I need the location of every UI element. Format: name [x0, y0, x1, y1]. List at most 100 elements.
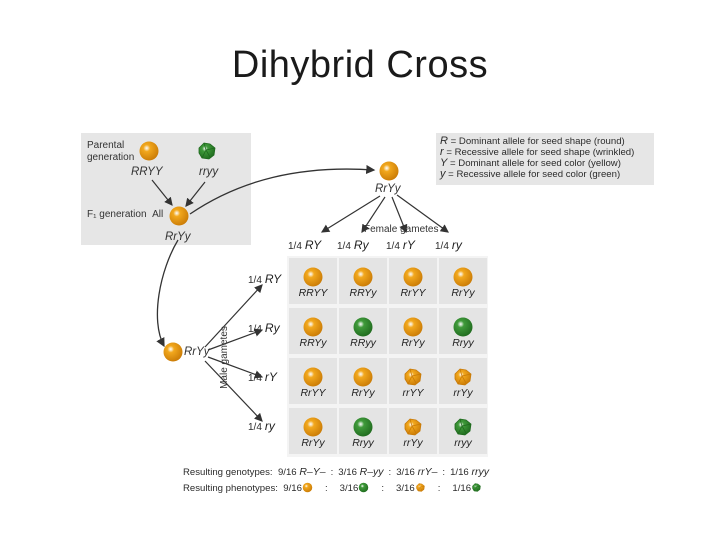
allele-symbol: R	[440, 135, 448, 147]
gamete-allele: Ry	[264, 321, 280, 335]
yellow-wrinkled-seed-icon	[404, 418, 422, 436]
allele-description: = Recessive allele for seed shape (wrink…	[446, 147, 635, 158]
gamete-frequency: 1/4	[288, 241, 302, 252]
yellow-round-seed-icon	[302, 482, 313, 493]
yellow-wrinkled-seed-icon	[454, 368, 472, 386]
cell-genotype: RrYy	[301, 437, 325, 449]
genotype: rrY–	[417, 466, 438, 478]
arrow-f1-to-bottom-parent	[156, 239, 179, 348]
ratio: 3/16	[396, 483, 415, 494]
punnett-cell: RRYY	[289, 258, 337, 304]
cell-genotype: rrYy	[403, 437, 423, 449]
gamete-frequency: 1/4	[435, 241, 449, 252]
arrow-f1-to-top-parent	[189, 164, 376, 215]
ratio: 1/16	[450, 467, 469, 478]
cell-genotype: RrYY	[400, 287, 426, 299]
punnett-cell: rryy	[439, 408, 487, 454]
genotype-ratio-item: 3/16 rrY–	[396, 466, 438, 478]
genotype: rryy	[471, 466, 489, 478]
arrow-female-4	[396, 194, 449, 233]
genotypes-summary: Resulting genotypes: 9/16 R–Y–:3/16 R–yy…	[183, 466, 489, 478]
separator: :	[324, 483, 328, 494]
gamete-allele: RY	[264, 272, 282, 286]
cell-genotype: RrYY	[300, 387, 326, 399]
cell-genotype: Rryy	[352, 437, 374, 449]
cell-genotype: RRYY	[298, 287, 328, 299]
bottom-parent-seed	[162, 341, 184, 368]
punnett-cell: RrYy	[439, 258, 487, 304]
arrow-male-4	[204, 360, 263, 422]
gamete-frequency: 1/4	[248, 422, 262, 433]
ratio: 3/16	[339, 483, 359, 494]
yellow-round-seed-icon	[303, 317, 323, 337]
gamete-allele: rY	[402, 238, 415, 252]
arrow-parent2-to-f1	[185, 181, 206, 207]
cell-genotype: RRyy	[350, 337, 376, 349]
allele-symbol: r	[440, 146, 444, 158]
phenotypes-summary: Resulting phenotypes: 9/16:3/16:3/16:1/1…	[183, 482, 482, 494]
yellow-round-seed-icon	[403, 267, 423, 287]
yellow-round-seed-icon	[453, 267, 473, 287]
yellow-wrinkled-seed-icon	[404, 368, 422, 386]
punnett-cell: RrYy	[289, 408, 337, 454]
punnett-cell: RRYy	[339, 258, 387, 304]
parent1-seed	[138, 140, 160, 167]
punnett-cell: RRyy	[339, 308, 387, 354]
punnett-cell: rrYY	[389, 358, 437, 404]
phenotype-ratio-item: 9/16	[283, 482, 313, 494]
gamete-allele: ry	[451, 238, 462, 252]
cell-genotype: RrYy	[351, 387, 375, 399]
yellow-wrinkled-seed-icon	[415, 483, 425, 492]
separator: :	[437, 483, 441, 494]
cell-genotype: rryy	[454, 437, 472, 449]
separator: :	[388, 467, 392, 478]
gamete-frequency: 1/4	[337, 241, 351, 252]
yellow-round-seed-icon	[353, 267, 373, 287]
yellow-round-seed-icon	[403, 317, 423, 337]
arrow-female-1	[320, 195, 381, 233]
green-wrinkled-seed-icon	[454, 418, 472, 436]
genotype-ratio-item: 9/16 R–Y–	[277, 466, 326, 478]
parent2-genotype: rryy	[199, 166, 219, 178]
yellow-round-seed-icon	[303, 367, 323, 387]
cell-genotype: RRYy	[349, 287, 377, 299]
punnett-cell: RrYY	[289, 358, 337, 404]
arrow-male-2	[207, 328, 264, 351]
ratio: 9/16	[277, 467, 297, 478]
arrow-male-1	[204, 284, 263, 348]
separator: :	[330, 467, 334, 478]
allele-key-panel: R = Dominant allele for seed shape (roun…	[436, 133, 654, 185]
yellow-round-seed-icon	[353, 367, 373, 387]
allele-key-line: Y = Dominant allele for seed color (yell…	[440, 158, 654, 170]
yellow-round-seed-icon	[303, 267, 323, 287]
parent2-seed	[196, 140, 218, 167]
punnett-cell: Rryy	[339, 408, 387, 454]
allele-symbol: y	[440, 168, 446, 180]
green-wrinkled-seed-icon	[472, 483, 481, 492]
ratio: 9/16	[283, 483, 302, 494]
green-round-seed-icon	[359, 482, 369, 493]
green-round-seed-icon	[353, 317, 373, 337]
f1-seed	[168, 205, 190, 232]
cell-genotype: RrYy	[401, 337, 425, 349]
green-round-seed-icon	[453, 317, 473, 337]
yellow-round-seed-icon	[139, 141, 159, 161]
yellow-round-seed-icon	[303, 417, 323, 437]
slide-title: Dihybrid Cross	[231, 44, 489, 86]
gamete-frequency: 1/4	[248, 373, 262, 384]
top-parent-seed	[378, 160, 400, 187]
cell-genotype: rrYy	[453, 387, 473, 399]
cell-genotype: RrYy	[451, 287, 475, 299]
top-parent-genotype: RrYy	[375, 183, 401, 195]
cell-genotype: RRYy	[299, 337, 327, 349]
gamete-allele: ry	[264, 419, 275, 433]
genotype-ratio-item: 3/16 R–yy	[338, 466, 383, 478]
punnett-cell: rrYy	[439, 358, 487, 404]
genotype: R–Y–	[299, 466, 326, 478]
